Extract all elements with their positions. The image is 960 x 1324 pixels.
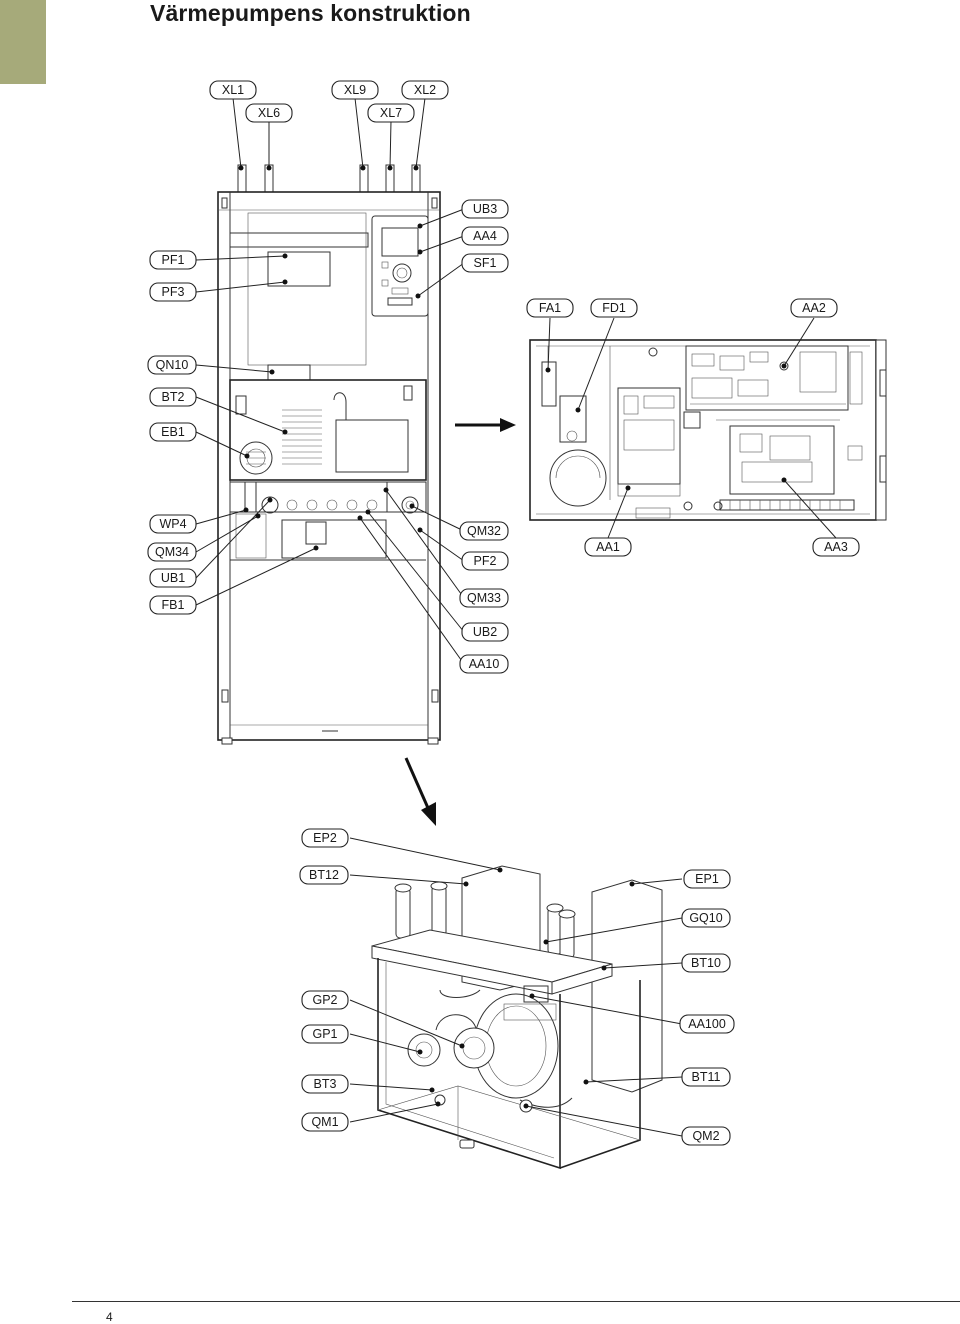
pipe-connections [237, 164, 421, 194]
label-wp4: WP4 [149, 514, 197, 534]
label-qm33: QM33 [459, 588, 509, 608]
label-bt3: BT3 [301, 1074, 349, 1094]
svg-text:QM1: QM1 [311, 1115, 338, 1129]
label-xl2: XL2 [401, 80, 449, 100]
label-fa1: FA1 [526, 298, 574, 318]
svg-text:QM2: QM2 [692, 1129, 719, 1143]
label-aa100: AA100 [679, 1014, 735, 1034]
svg-text:AA100: AA100 [688, 1017, 726, 1031]
svg-text:AA2: AA2 [802, 301, 826, 315]
heat-pump-cabinet [217, 164, 441, 745]
label-gp2: GP2 [301, 990, 349, 1010]
label-fb1: FB1 [149, 595, 197, 615]
label-gq10: GQ10 [681, 908, 731, 928]
display-unit [371, 215, 429, 317]
label-aa10: AA10 [459, 654, 509, 674]
svg-text:AA1: AA1 [596, 540, 620, 554]
svg-text:BT3: BT3 [314, 1077, 337, 1091]
svg-text:FB1: FB1 [162, 598, 185, 612]
svg-text:QM33: QM33 [467, 591, 501, 605]
footer-rule [72, 1301, 960, 1302]
label-xl7: XL7 [367, 103, 415, 123]
label-qm34: QM34 [147, 542, 197, 562]
svg-text:BT10: BT10 [691, 956, 721, 970]
label-ub2: UB2 [461, 622, 509, 642]
svg-text:GP2: GP2 [312, 993, 337, 1007]
label-aa2: AA2 [790, 298, 838, 318]
label-qn10: QN10 [147, 355, 197, 375]
immersion-heater [239, 441, 273, 475]
label-fd1: FD1 [590, 298, 638, 318]
label-qm32: QM32 [459, 521, 509, 541]
svg-text:UB1: UB1 [161, 571, 185, 585]
svg-text:BT2: BT2 [162, 390, 185, 404]
svg-text:XL2: XL2 [414, 83, 436, 97]
board-aa1 [617, 387, 701, 497]
svg-text:QM34: QM34 [155, 545, 189, 559]
label-pf1: PF1 [149, 250, 197, 270]
page-title: Värmepumpens konstruktion [150, 0, 471, 26]
electrical-box-detail [529, 339, 887, 521]
svg-text:QM32: QM32 [467, 524, 501, 538]
svg-text:BT12: BT12 [309, 868, 339, 882]
svg-text:EB1: EB1 [161, 425, 185, 439]
label-gp1: GP1 [301, 1024, 349, 1044]
label-aa4: AA4 [461, 226, 509, 246]
ventilation-grille [282, 409, 322, 465]
label-bt10: BT10 [681, 953, 731, 973]
label-qm2: QM2 [681, 1126, 731, 1146]
label-sf1: SF1 [461, 253, 509, 273]
svg-text:PF1: PF1 [162, 253, 185, 267]
svg-text:SF1: SF1 [474, 256, 497, 270]
label-ep2: EP2 [301, 828, 349, 848]
label-ub1: UB1 [149, 568, 197, 588]
label-eb1: EB1 [149, 422, 197, 442]
label-aa3: AA3 [812, 537, 860, 557]
label-bt12: BT12 [299, 865, 349, 885]
label-xl6: XL6 [245, 103, 293, 123]
label-xl9: XL9 [331, 80, 379, 100]
svg-text:AA4: AA4 [473, 229, 497, 243]
svg-text:PF3: PF3 [162, 285, 185, 299]
svg-text:EP1: EP1 [695, 872, 719, 886]
svg-text:PF2: PF2 [474, 554, 497, 568]
svg-text:XL9: XL9 [344, 83, 366, 97]
svg-text:AA3: AA3 [824, 540, 848, 554]
svg-text:FA1: FA1 [539, 301, 561, 315]
svg-text:UB2: UB2 [473, 625, 497, 639]
svg-text:EP2: EP2 [313, 831, 337, 845]
svg-text:WP4: WP4 [159, 517, 186, 531]
label-bt11: BT11 [681, 1067, 731, 1087]
label-ep1: EP1 [683, 869, 731, 889]
arrow-down [404, 757, 436, 826]
svg-text:BT11: BT11 [692, 1070, 721, 1084]
page-number: 4 [106, 1310, 113, 1324]
svg-text:FD1: FD1 [602, 301, 626, 315]
label-bt2: BT2 [149, 387, 197, 407]
svg-text:XL6: XL6 [258, 106, 280, 120]
board-aa2 [685, 345, 863, 411]
label-pf2: PF2 [461, 551, 509, 571]
arrow-right [455, 418, 516, 432]
svg-text:UB3: UB3 [473, 202, 497, 216]
svg-text:AA10: AA10 [469, 657, 500, 671]
svg-text:GP1: GP1 [312, 1027, 337, 1041]
svg-text:XL1: XL1 [222, 83, 244, 97]
label-ub3: UB3 [461, 199, 509, 219]
board-aa3 [716, 419, 863, 495]
label-pf3: PF3 [149, 282, 197, 302]
section-tab [0, 0, 46, 84]
svg-text:XL7: XL7 [380, 106, 402, 120]
circulation-pumps [407, 1014, 495, 1069]
cooling-module [371, 865, 663, 1170]
svg-text:QN10: QN10 [156, 358, 189, 372]
label-xl1: XL1 [209, 80, 257, 100]
leader-lines [195, 97, 837, 1137]
svg-text:GQ10: GQ10 [689, 911, 722, 925]
label-aa1: AA1 [584, 537, 632, 557]
label-qm1: QM1 [301, 1112, 349, 1132]
